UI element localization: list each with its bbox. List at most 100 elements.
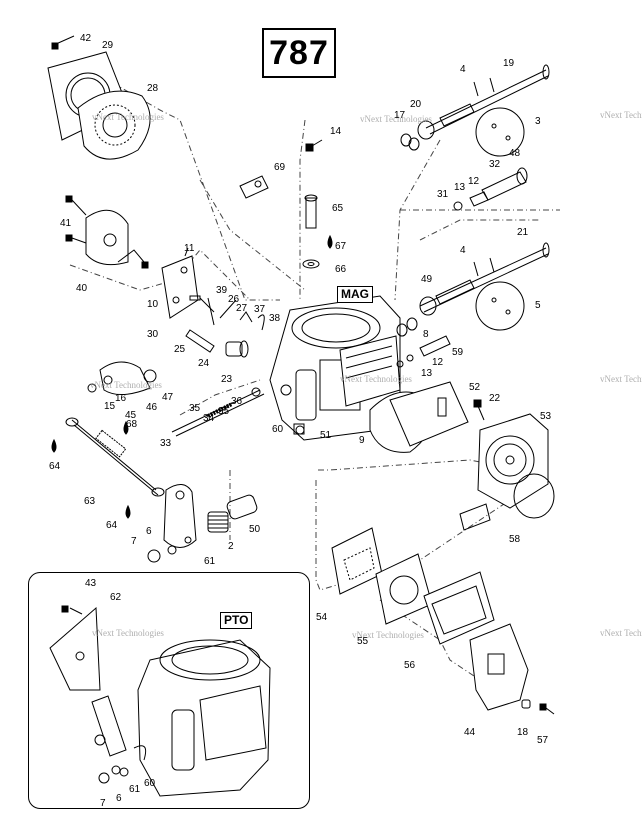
callout-c66: 66 bbox=[335, 264, 347, 275]
callout-c19: 19 bbox=[503, 58, 515, 69]
watermark: vNext Technologies bbox=[92, 112, 164, 122]
callout-c63: 63 bbox=[84, 496, 96, 507]
callout-c4a: 4 bbox=[460, 64, 466, 75]
callout-c35b: 35 bbox=[218, 406, 230, 417]
callout-c32: 32 bbox=[489, 159, 501, 170]
callout-c9: 9 bbox=[359, 435, 365, 446]
bushing-part-49 bbox=[419, 296, 437, 316]
callout-c23: 23 bbox=[221, 374, 233, 385]
callout-c25: 25 bbox=[174, 344, 186, 355]
callout-c27: 27 bbox=[236, 303, 248, 314]
callout-c13b: 13 bbox=[421, 368, 433, 379]
callout-c2: 2 bbox=[228, 541, 234, 552]
callout-c16: 16 bbox=[115, 393, 127, 404]
callout-c18: 18 bbox=[517, 727, 529, 738]
callout-c38: 38 bbox=[269, 313, 281, 324]
callout-c14: 14 bbox=[330, 126, 342, 137]
lever-parts-45-46-47 bbox=[87, 361, 157, 395]
screw-part-22 bbox=[473, 399, 485, 421]
callout-c51: 51 bbox=[320, 430, 332, 441]
callout-c65: 65 bbox=[332, 203, 344, 214]
throttle-plate-part-3 bbox=[475, 107, 525, 157]
callout-c50: 50 bbox=[249, 524, 261, 535]
bolt-part-65 bbox=[304, 194, 318, 229]
callout-c3: 3 bbox=[535, 116, 541, 127]
callout-c54: 54 bbox=[316, 612, 328, 623]
callout-c59: 59 bbox=[452, 347, 464, 358]
plate-part-54 bbox=[331, 527, 383, 595]
callout-c31: 31 bbox=[437, 189, 449, 200]
nut-part-51 bbox=[293, 423, 305, 435]
callout-c22: 22 bbox=[489, 393, 501, 404]
callout-c61: 61 bbox=[204, 556, 216, 567]
gasket-part-28 bbox=[77, 90, 151, 160]
diagram-title: 787 bbox=[262, 28, 336, 78]
gasket-part-55 bbox=[375, 553, 433, 625]
callout-c28: 28 bbox=[147, 83, 159, 94]
callout-c36: 36 bbox=[231, 396, 243, 407]
cover-part-56 bbox=[423, 571, 495, 645]
callout-c6b: 6 bbox=[116, 793, 122, 804]
callout-c42: 42 bbox=[80, 33, 92, 44]
callout-c33: 33 bbox=[160, 438, 172, 449]
callout-c20: 20 bbox=[410, 99, 422, 110]
bushings-parts-23-24-25 bbox=[185, 329, 249, 358]
callout-c4b: 4 bbox=[460, 245, 466, 256]
callout-c67: 67 bbox=[335, 241, 347, 252]
seals-part-8 bbox=[396, 317, 418, 337]
pump-housing-part-53 bbox=[459, 413, 555, 531]
callout-c8: 8 bbox=[423, 329, 429, 340]
callout-c21: 21 bbox=[517, 227, 529, 238]
callout-c56: 56 bbox=[404, 660, 416, 671]
filter-part-50 bbox=[226, 494, 258, 520]
callout-c17: 17 bbox=[394, 110, 406, 121]
screw-part-42 bbox=[51, 35, 75, 50]
callout-c58: 58 bbox=[509, 534, 521, 545]
callout-c43: 43 bbox=[85, 578, 97, 589]
callout-c64a: 64 bbox=[49, 461, 61, 472]
callout-c34: 34 bbox=[203, 413, 215, 424]
carburetor-body bbox=[269, 295, 401, 441]
callout-c52: 52 bbox=[469, 382, 481, 393]
bracket-part-40 bbox=[65, 195, 145, 266]
callout-c40: 40 bbox=[76, 283, 88, 294]
callout-c69: 69 bbox=[274, 162, 286, 173]
callout-c46: 46 bbox=[146, 402, 158, 413]
watermark: vNext Technologies bbox=[352, 630, 424, 640]
throttle-plate-part-5 bbox=[475, 281, 525, 331]
callout-c24: 24 bbox=[198, 358, 210, 369]
cable-part-33 bbox=[171, 387, 265, 437]
screws-parts-18-57 bbox=[521, 699, 555, 715]
bracket-part-44 bbox=[469, 623, 529, 711]
callout-c11: 11 bbox=[184, 243, 195, 254]
callout-c64b: 64 bbox=[106, 520, 118, 531]
pto-label: PTO bbox=[220, 612, 253, 629]
pins-parts-39-26-27 bbox=[189, 295, 265, 331]
gasket-part-52 bbox=[389, 381, 469, 447]
callout-c62: 62 bbox=[110, 592, 122, 603]
callout-c7: 7 bbox=[131, 536, 137, 547]
callout-c12b: 12 bbox=[432, 357, 444, 368]
callout-c35a: 35 bbox=[189, 403, 201, 414]
washer-part-66 bbox=[302, 259, 320, 269]
watermark: vNext Technologies bbox=[340, 374, 412, 384]
spring-part-2 bbox=[207, 511, 229, 533]
watermark: vNext Technologies bbox=[90, 380, 162, 390]
callout-c53: 53 bbox=[540, 411, 552, 422]
callout-c60b: 60 bbox=[144, 778, 156, 789]
callout-c44: 44 bbox=[464, 727, 476, 738]
callout-c29: 29 bbox=[102, 40, 114, 51]
callout-c7b: 7 bbox=[100, 798, 106, 809]
watermark: vNext Technologies bbox=[92, 628, 164, 638]
oil-drops bbox=[51, 234, 333, 519]
link-rod-part-63 bbox=[65, 417, 165, 497]
throttle-shaft-part-21 bbox=[419, 242, 550, 313]
callout-c39: 39 bbox=[216, 285, 228, 296]
needle-parts-12-13-59 bbox=[396, 335, 451, 368]
callout-c26: 26 bbox=[228, 294, 240, 305]
screws-parts-4b bbox=[473, 257, 495, 277]
pto-inset bbox=[28, 572, 310, 809]
callout-c68: 68 bbox=[126, 419, 138, 430]
